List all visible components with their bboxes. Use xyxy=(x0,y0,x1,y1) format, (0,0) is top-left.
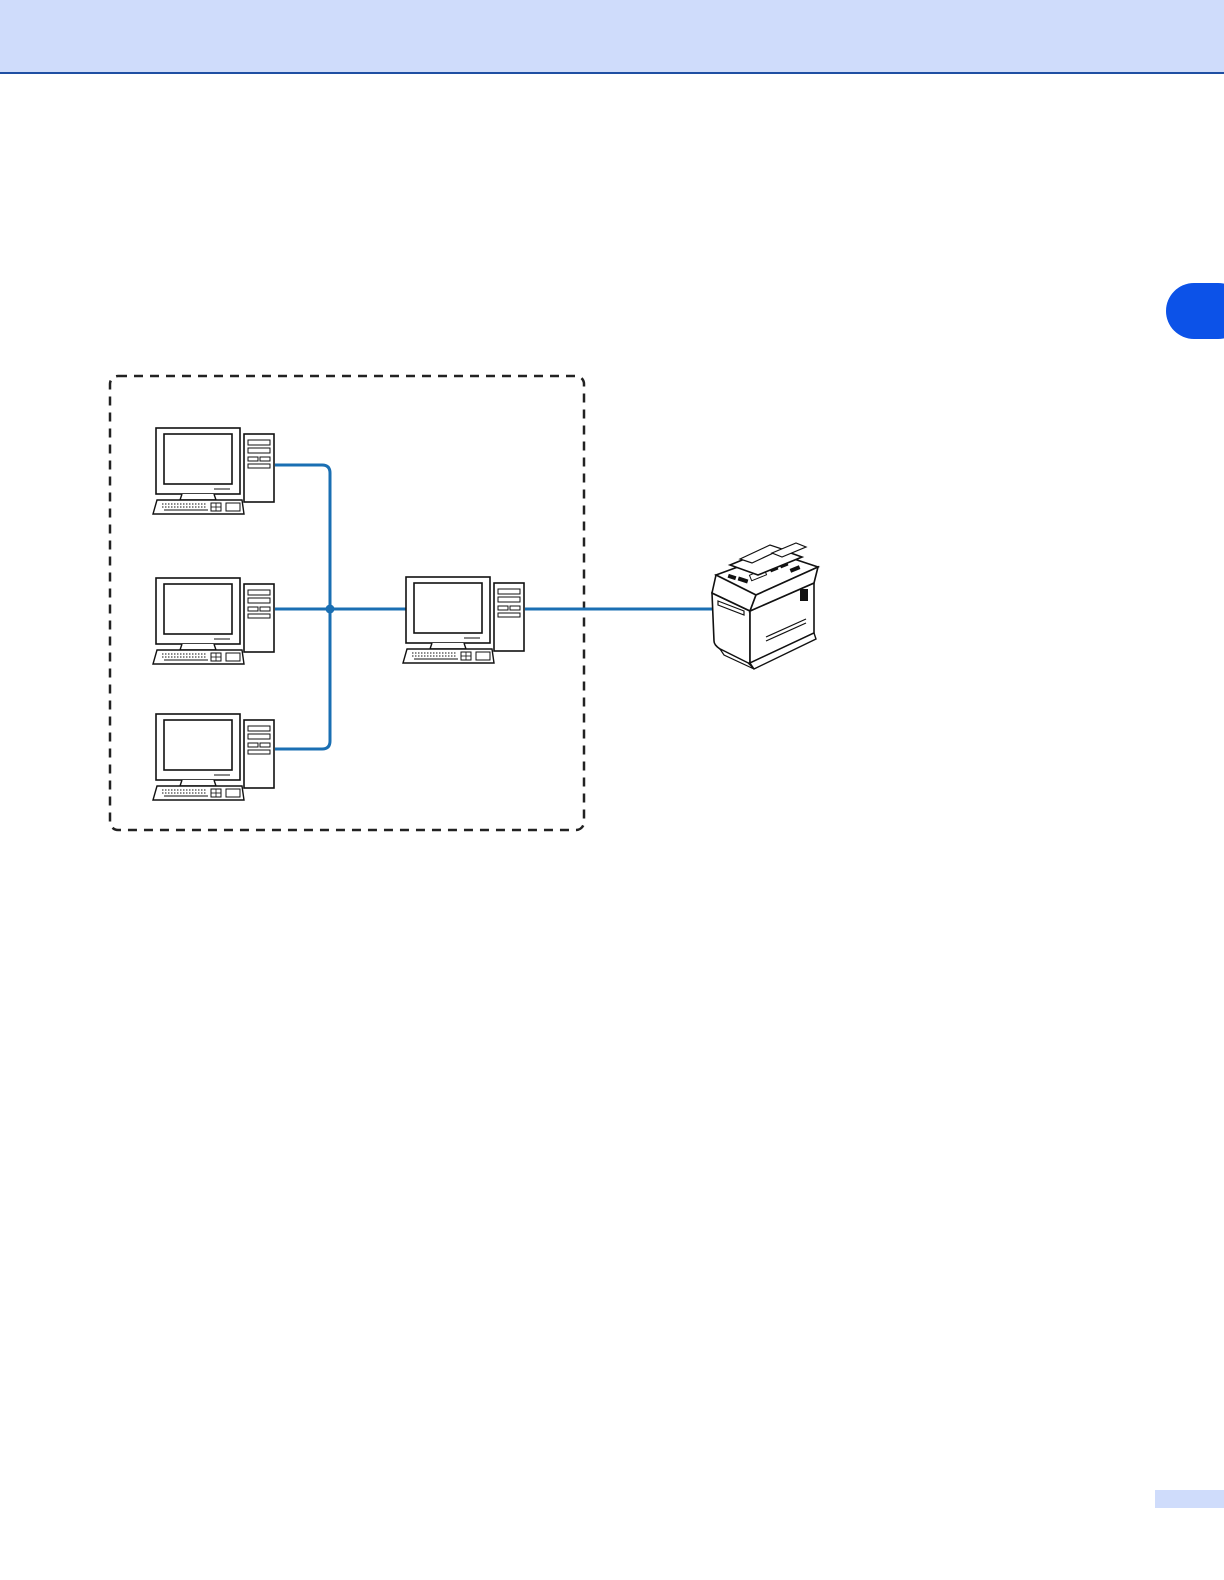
desktop-computer-icon xyxy=(153,428,274,514)
desktop-computer-icon xyxy=(403,577,524,663)
network-junction-node xyxy=(326,605,335,614)
network-link-client-1 xyxy=(275,465,330,609)
network-link-client-3 xyxy=(275,609,330,749)
desktop-computer-icon xyxy=(153,578,274,664)
desktop-computer-icon xyxy=(153,714,274,800)
multifunction-printer-icon xyxy=(712,543,818,669)
